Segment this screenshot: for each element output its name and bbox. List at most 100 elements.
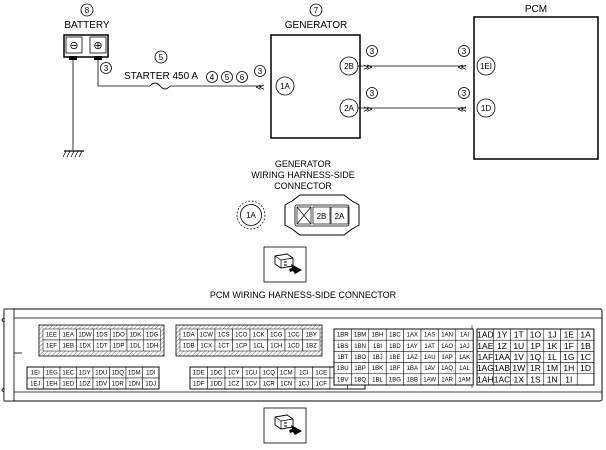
battery-plus-post — [94, 56, 102, 60]
pin-label: 1C — [580, 352, 591, 362]
pin-label: 1EB — [63, 344, 74, 350]
pin-label: 1BQ — [354, 377, 366, 383]
pin-label: 1AZ — [407, 355, 418, 361]
pin-label: 1AL — [459, 366, 470, 372]
pin-label: 1BU — [337, 366, 349, 372]
pin-label: 1M — [546, 363, 558, 373]
generator: 7 GENERATOR 1A 2B 2A — [270, 3, 361, 139]
gen-connector-title-1: GENERATOR — [275, 159, 332, 169]
pcm-pin-1D: 1D — [481, 104, 491, 113]
pin-label: 1DA — [183, 333, 195, 339]
pin-label: 1AS — [424, 333, 435, 339]
pin-label: 1CT — [218, 344, 230, 350]
pin-label: 1CF — [316, 382, 328, 388]
wire-ref-1EI: 3 — [462, 47, 467, 56]
generator-pin-2B: 2B — [344, 62, 354, 71]
pin-label: 1AE — [477, 341, 493, 351]
ground-icon — [62, 150, 84, 158]
pin-label: 1BK — [372, 366, 383, 372]
wire-ref-battery: 3 — [104, 64, 109, 73]
pin-label: 1BP — [354, 366, 365, 372]
battery-minus-terminal — [65, 36, 83, 54]
pin-label: 1AF — [478, 352, 494, 362]
pin-label: 1R — [530, 363, 541, 373]
gen-connector-title-3: CONNECTOR — [274, 181, 332, 191]
connector-chevron-icon: ≫ — [363, 62, 372, 72]
pin-label: 1AN — [441, 333, 453, 339]
generator-label: GENERATOR — [285, 20, 347, 31]
pin-label: 1CO — [235, 333, 248, 339]
wire-ref-2A: 3 — [370, 89, 375, 98]
wire-ref-starter: 3 — [258, 67, 263, 76]
pin-label: 1BJ — [372, 355, 382, 361]
pin-label: 1BA — [407, 366, 418, 372]
pin-label: 1CJ — [298, 382, 309, 388]
battery: 8 BATTERY ⊖ ⊕ 3 — [62, 3, 150, 158]
pcm: PCM 1EI 1D — [473, 4, 599, 160]
pin-label: 1CP — [235, 344, 247, 350]
pin-label: 1CZ — [228, 382, 240, 388]
pin-label: 1DL — [130, 344, 142, 350]
pin-label: 1BD — [389, 344, 401, 350]
pin-label: 1DU — [95, 371, 107, 377]
pin-label: 1DB — [183, 344, 195, 350]
pin-label: 1U — [513, 341, 524, 351]
pin-label: 1CX — [200, 344, 212, 350]
pin-label: 1DV — [95, 382, 107, 388]
pin-label: 1EG — [46, 371, 58, 377]
pcm-label: PCM — [525, 4, 547, 15]
pin-label: 1CM — [280, 371, 293, 377]
starter-ref-5: 5 — [225, 73, 230, 82]
pin-label: 1AD — [477, 330, 494, 340]
battery-ref-circle — [80, 3, 94, 17]
battery-body — [63, 34, 109, 58]
pin-label: 1BY — [306, 333, 317, 339]
starter-ref-6: 6 — [240, 73, 245, 82]
pin-label: 1BV — [337, 377, 348, 383]
pin-label: 1CY — [228, 371, 240, 377]
pin-label: 1A — [580, 330, 591, 340]
pin-label: 1P — [530, 341, 541, 351]
pin-label: 1AV — [424, 366, 435, 372]
pin-label: 1DF — [193, 382, 205, 388]
pin-label: 1V — [514, 352, 525, 362]
pin-label: 1F — [564, 341, 574, 351]
wire-ref-2B: 3 — [370, 47, 375, 56]
pin-label: 1BZ — [306, 344, 317, 350]
pin-label: 1Y — [497, 330, 508, 340]
pin-label: 1AC — [494, 374, 511, 384]
pin-label: 1DX — [79, 344, 91, 350]
pin-label: 1DY — [79, 371, 91, 377]
pin-label: 1CL — [253, 344, 265, 350]
block3-outline — [333, 328, 474, 386]
pin-label: 1BC — [389, 333, 401, 339]
generator-connector: GENERATOR WIRING HARNESS-SIDE CONNECTOR … — [236, 159, 360, 236]
pin-label: 1EE — [46, 333, 57, 339]
pin-label: 1Z — [497, 341, 507, 351]
positive-wire — [97, 60, 150, 87]
pin-label: 1AT — [424, 344, 435, 350]
pin-label: 1CW — [200, 333, 214, 339]
pin-label: 1AR — [441, 377, 453, 383]
pin-label: 1K — [547, 341, 558, 351]
battery-minus-icon: ⊖ — [69, 40, 78, 52]
pin-label: 1CG — [270, 333, 283, 339]
pin-label: 1DG — [146, 333, 159, 339]
pin-label: 1AU — [424, 355, 436, 361]
pin-label: 1DO — [112, 333, 125, 339]
pin-label: 1AW — [423, 377, 436, 383]
fuse-icon — [149, 82, 171, 90]
pin-label: 1BO — [354, 355, 366, 361]
pin-label: 1CU — [245, 371, 257, 377]
pin-label: 1AG — [477, 363, 494, 373]
pin-label: 1BE — [389, 355, 400, 361]
pin-label: 1BM — [354, 333, 366, 339]
pin-label: 1BT — [337, 355, 348, 361]
pin-label: 1BB — [407, 377, 418, 383]
pin-label: 1O — [530, 330, 542, 340]
pcm-connector-title: PCM WIRING HARNESS-SIDE CONNECTOR — [210, 290, 397, 300]
pin-label: 1BI — [373, 344, 382, 350]
pin-label: 1DI — [146, 371, 156, 377]
pin-label: 1CV — [245, 382, 257, 388]
